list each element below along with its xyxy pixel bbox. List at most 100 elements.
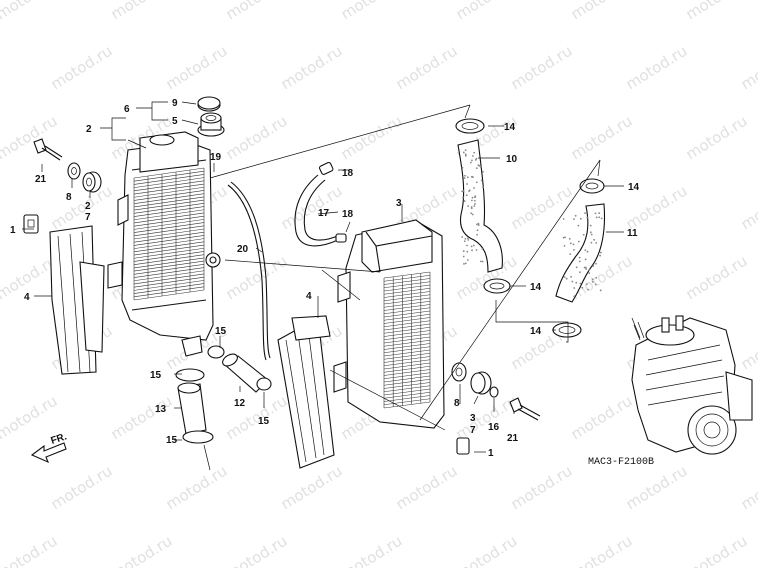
breather-tube — [227, 181, 271, 361]
callout-19: 19 — [210, 152, 222, 163]
radiator-cap-9 — [197, 96, 221, 112]
watermark-text: motod.ru — [278, 42, 346, 94]
watermark-text: motod.ru — [683, 0, 751, 23]
watermark-text: motod.ru — [568, 0, 636, 23]
callout-10: 10 — [506, 154, 518, 165]
left-grommets — [67, 162, 102, 193]
callout-7-right: 7 — [470, 425, 476, 436]
watermark-text: motod.ru — [508, 182, 576, 234]
callout-5: 5 — [172, 116, 178, 127]
right-radiator — [333, 219, 445, 429]
callout-3: 3 — [396, 198, 402, 209]
callout-3-right: 3 — [470, 413, 476, 424]
watermark-text: motod.ru — [738, 322, 758, 374]
watermark-text: motod.ru — [508, 42, 576, 94]
callout-16: 16 — [488, 422, 500, 433]
watermark-text: motod.ru — [278, 182, 346, 234]
watermark-text: motod.ru — [223, 0, 291, 23]
center-shroud — [277, 315, 335, 469]
watermark-text: motod.ru — [223, 532, 291, 568]
left-radiator-core — [133, 167, 205, 301]
watermark-text: motod.ru — [223, 112, 291, 164]
left-radiator — [107, 131, 221, 357]
callout-9: 9 — [172, 98, 178, 109]
callout-4-left: 4 — [24, 292, 30, 303]
callout-7-left: 7 — [85, 212, 91, 223]
left-shroud — [23, 214, 105, 375]
watermark-text: motod.ru — [683, 112, 751, 164]
callout-15-c: 15 — [166, 435, 178, 446]
callout-2-left: 2 — [85, 201, 91, 212]
callout-12: 12 — [234, 398, 246, 409]
watermark-text: motod.ru — [453, 532, 521, 568]
callout-15-a: 15 — [215, 326, 227, 337]
callout-8-left: 8 — [66, 192, 72, 203]
watermark-text: motod.ru — [338, 532, 406, 568]
callout-labels: 2 6 9 5 19 21 8 2 7 1 4 20 18 18 17 3 14… — [10, 98, 654, 468]
radiator-cap-5 — [197, 112, 225, 137]
right-radiator-core — [383, 271, 431, 409]
callout-14-a: 14 — [504, 122, 516, 133]
watermark-text: motod.ru — [393, 462, 461, 514]
watermark-text: motod.ru — [0, 532, 60, 568]
leader-lines — [22, 101, 641, 453]
callout-20: 20 — [237, 244, 249, 255]
callout-4-center: 4 — [306, 291, 312, 302]
clamp-14-b — [483, 278, 511, 294]
callout-2: 2 — [86, 124, 92, 135]
watermark-text: motod.ru — [453, 0, 521, 23]
callout-21-left: 21 — [35, 174, 47, 185]
callout-11: 11 — [627, 228, 638, 239]
watermark-text: motod.ru — [568, 532, 636, 568]
lower-hose-11 — [555, 203, 605, 303]
left-bolt — [33, 138, 63, 161]
watermark-text: motod.ru — [568, 392, 636, 444]
watermark-text: motod.ru — [0, 0, 60, 23]
watermark-text: motod.ru — [223, 392, 291, 444]
clamp-14-a — [455, 118, 485, 134]
callout-15-b: 15 — [150, 370, 162, 381]
callout-18-a: 18 — [342, 168, 354, 179]
watermark-text: motod.ru — [683, 252, 751, 304]
front-direction-arrow: FR. — [30, 431, 69, 464]
watermark-text: motod.ru — [163, 462, 231, 514]
engine-cylinder — [631, 315, 753, 455]
callout-14-c: 14 — [530, 282, 542, 293]
watermark-text: motod.ru — [508, 462, 576, 514]
callout-15-d: 15 — [258, 416, 270, 427]
watermark-text: motod.ru — [0, 112, 60, 164]
watermark-text: motod.ru — [338, 0, 406, 23]
watermark-text: motod.ru — [48, 42, 116, 94]
watermark-text: motod.ru — [393, 42, 461, 94]
callout-13: 13 — [155, 404, 167, 415]
watermark-text: motod.ru — [623, 42, 691, 94]
clamp-14-c — [579, 178, 605, 194]
hose-11-texture — [562, 212, 603, 298]
callout-14-d: 14 — [530, 326, 542, 337]
hose-17 — [294, 161, 347, 247]
callout-1-right: 1 — [488, 448, 494, 459]
callout-14-b: 14 — [628, 182, 640, 193]
callout-1-left: 1 — [10, 225, 16, 236]
watermark-text: motod.ru — [278, 462, 346, 514]
watermark-text: motod.ru — [48, 462, 116, 514]
watermark-text: motod.ru — [738, 182, 758, 234]
watermark-text: motod.ru — [738, 462, 758, 514]
callout-6: 6 — [124, 104, 130, 115]
front-marker-label: FR. — [50, 431, 69, 447]
right-grommets — [451, 362, 541, 455]
callout-17: 17 — [318, 208, 330, 219]
watermark-text: motod.ru — [163, 42, 231, 94]
watermark-text: motod.ru — [108, 0, 176, 23]
watermark-text: motod.ru — [48, 182, 116, 234]
diagram-code: MAC3-F2100B — [588, 457, 654, 468]
pipe-12 — [207, 345, 272, 393]
watermark-text: motod.ru — [738, 42, 758, 94]
hose-10-texture — [461, 149, 484, 265]
clamp-14-d — [552, 322, 582, 338]
watermark-text: motod.ru — [338, 112, 406, 164]
watermark-text: motod.ru — [108, 532, 176, 568]
watermark-text: motod.ru — [568, 112, 636, 164]
